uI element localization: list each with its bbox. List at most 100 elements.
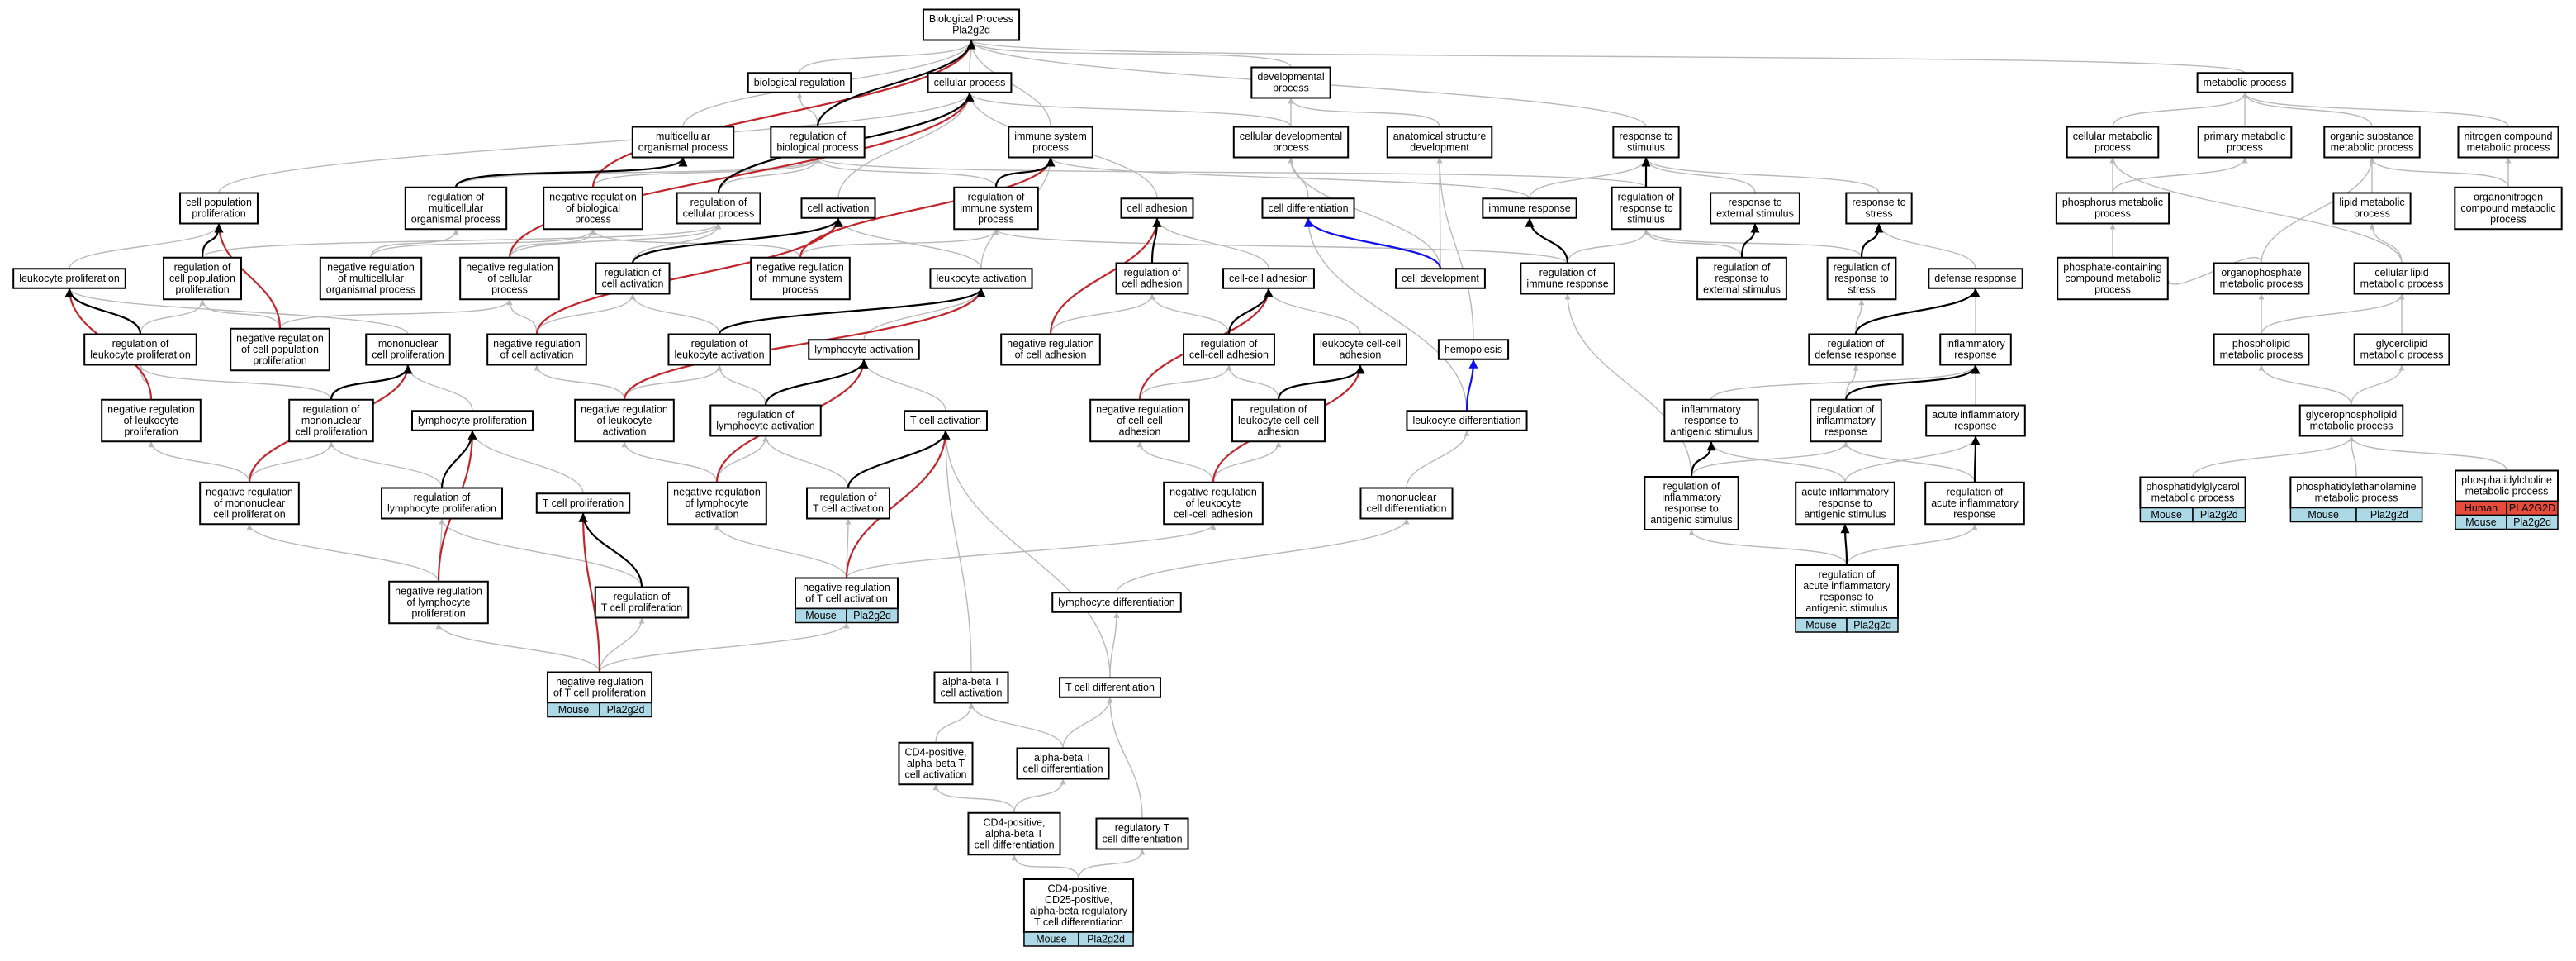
gray-edge-negregcellpop-to-negregcellproc [279,299,513,329]
go-term-cellcelladh: cell-cell adhesion [1222,268,1315,289]
gray-edge-respstress-to-respstim [1643,157,1880,193]
gene-tag-cell [599,702,652,718]
gray-edge-hemopoiesis-to-anatdev [1436,157,1474,340]
gray-edge-negregcellpop-to-regcellpop [199,299,281,329]
gray-edge-celldev-to-cellproc [966,92,1292,127]
go-term-box [1612,126,1680,159]
go-term-box [1663,398,1759,443]
species-tag: Mouse [558,704,590,716]
black-edge-regtcellprolif-to-tcellprolif [578,512,643,588]
gene-tag: Pla2g2d [1853,620,1891,631]
gene-tag-cell [2355,507,2423,523]
gray-edge-negregcellproc-to-regcellproc [509,223,722,258]
go-term-label: metabolic process [2360,278,2444,290]
species-tag: Mouse [1036,934,1067,945]
gene-tag-cell [2192,507,2246,523]
go-term-box [1313,333,1407,366]
go-term-box [1231,398,1326,443]
black-edge-regcellpop-to-cellpopprolif [201,223,224,258]
go-term-label: of leukocyte [124,415,179,426]
gray-edge-negregimmsys-to-negregbio [590,229,801,258]
go-term-box [543,186,643,231]
go-term-celldiff: cell differentiation [1261,197,1355,219]
go-term-label: cell adhesion [1127,202,1188,214]
go-term-label: leukocyte proliferation [19,273,120,284]
gray-edge-lymphprolif-to-mononucprolif [405,364,473,412]
gray-edge-mononucprolif-to-leukprolif [66,288,409,335]
gray-edge-devproc-to-bp [968,40,1292,68]
go-term-label: proliferation [253,354,306,366]
go-term-label: mononuclear [1377,492,1436,503]
go-term-label: compound metabolic [2065,273,2160,284]
go-term-lymphdiff: lymphocyte differentiation [1051,592,1182,613]
go-term-label: organismal process [638,142,728,154]
go-term-label: of T cell proliferation [553,687,646,699]
go-term-box [179,192,259,225]
go-term-tcelldiff: T cell differentiation [1059,677,1161,698]
black-edge-regrespext-to-respext [1740,223,1760,258]
go-term-label: stress [1848,283,1875,295]
gray-edge-regleukprolif-to-regcellpop [140,299,206,335]
go-term-label: process [782,283,818,295]
go-term-box [667,333,771,366]
go-term-label: organismal process [411,213,500,225]
go-term-label: regulation of [690,197,747,208]
go-term-label: negative regulation [757,261,844,273]
blue-edge-leukdiff-to-hemopoiesis [1465,359,1478,412]
go-term-label: alpha-beta T [942,676,1000,687]
go-term-box [404,186,508,231]
go-term-label: regulation of [605,267,662,278]
go-term-cellproc: cellular process [927,72,1013,93]
gray-edge-cellmet-to-metproc [2112,92,2248,127]
go-term-label: regulation of [1819,569,1876,581]
go-term-label: organophosphate [2221,267,2301,278]
gray-edge-tcellact-to-lymphact [861,359,946,412]
go-term-box [101,398,202,443]
go-term-label: regulation of [1250,403,1307,415]
go-term-label: metabolic process [2220,278,2303,290]
gray-edge-celldevnode-to-celldev [1288,157,1441,269]
gray-edge-lymphact-to-leukact [863,288,984,340]
go-term-label: antigenic stimulus [1805,602,1887,614]
go-term-box [1808,333,1904,366]
gray-edge-orgsub-to-metproc [2242,92,2373,127]
go-term-label: leukocyte cell-cell [1320,338,1401,350]
go-term-label: cellular lipid [2374,267,2428,278]
species-tag: Mouse [2465,516,2497,528]
go-term-label: regulation of [303,403,360,415]
go-term-label: negative regulation [1096,403,1184,415]
go-term-label: negative regulation [1007,338,1094,350]
black-edge-regacuteinflantigen-to-acuteinflantigen [1840,524,1850,566]
go-term-label: organic substance [2330,131,2414,142]
go-term-label: immune response [1526,278,1608,290]
gray-edge-abtcelldiff-to-tcelldiff [1062,697,1113,749]
go-term-label: regulation of [1663,481,1720,492]
gene-tag: Pla2g2d [853,610,891,621]
go-term-box [2454,186,2563,231]
go-term-label: inflammatory [1662,492,1721,503]
go-term-box [676,192,761,225]
gray-edge-nitro-to-metproc [2242,92,2509,127]
gene-tag-cell [1078,931,1134,947]
gray-edge-glycerophos-to-phoslipmet [2258,364,2352,406]
go-term-label: process [1032,142,1069,154]
gray-edge-negregtcellact-to-negreglymphact [714,524,847,578]
go-term-label: regulation of [1539,267,1596,278]
go-term-box [2213,333,2310,366]
go-term-box [800,197,876,219]
go-term-label: cellular process [934,77,1006,88]
